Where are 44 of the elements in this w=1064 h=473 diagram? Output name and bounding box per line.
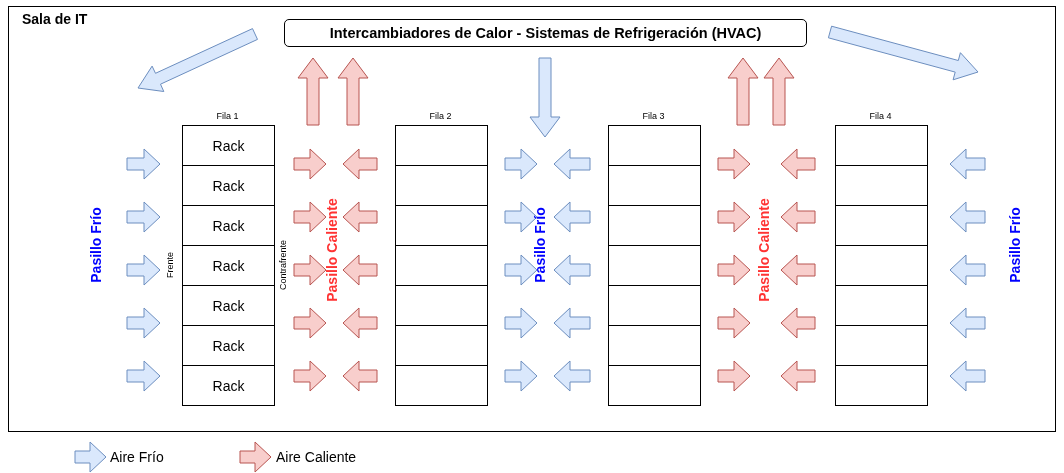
rack-unit: Rack (182, 365, 275, 407)
rack-unit (835, 245, 928, 287)
rack-unit (835, 125, 928, 167)
side-label: Contrafrente (278, 239, 289, 292)
rack-unit (608, 165, 701, 207)
rack-unit (835, 325, 928, 367)
hvac-box: Intercambiadores de Calor - Sistemas de Refrigeración (HVAC) (284, 19, 807, 47)
rack-unit (835, 165, 928, 207)
row-label: Fila 2 (428, 111, 453, 121)
rack-unit (608, 285, 701, 327)
rack-unit: Rack (182, 205, 275, 247)
row-label: Fila 3 (641, 111, 666, 121)
rack-unit (608, 125, 701, 167)
rack-unit (395, 325, 488, 367)
rack-unit (608, 205, 701, 247)
rack-unit: Rack (182, 285, 275, 327)
aisle-label: Pasillo Frío (1007, 206, 1024, 285)
aisle-label: Pasillo Frío (88, 206, 105, 285)
row-label: Fila 4 (868, 111, 893, 121)
aisle-label: Pasillo Caliente (324, 197, 341, 304)
rack-unit (608, 365, 701, 407)
rack-unit (835, 365, 928, 407)
rack-unit (395, 365, 488, 407)
row-label: Fila 1 (215, 111, 240, 121)
rack-unit: Rack (182, 245, 275, 287)
rack-unit: Rack (182, 165, 275, 207)
rack-unit (608, 245, 701, 287)
rack-unit (395, 285, 488, 327)
side-label: Frente (165, 251, 176, 280)
aisle-label: Pasillo Caliente (756, 197, 773, 304)
legend-label: Aire Caliente (276, 449, 357, 465)
room-title: Sala de IT (22, 11, 88, 27)
rack-unit (395, 205, 488, 247)
room-outline (8, 6, 1056, 432)
rack-unit (835, 205, 928, 247)
rack-unit: Rack (182, 325, 275, 367)
rack-unit: Rack (182, 125, 275, 167)
legend-label: Aire Frío (110, 449, 164, 465)
rack-unit (835, 285, 928, 327)
rack-unit (395, 125, 488, 167)
aisle-label: Pasillo Frío (532, 206, 549, 285)
rack-unit (395, 165, 488, 207)
rack-unit (608, 325, 701, 367)
rack-unit (395, 245, 488, 287)
